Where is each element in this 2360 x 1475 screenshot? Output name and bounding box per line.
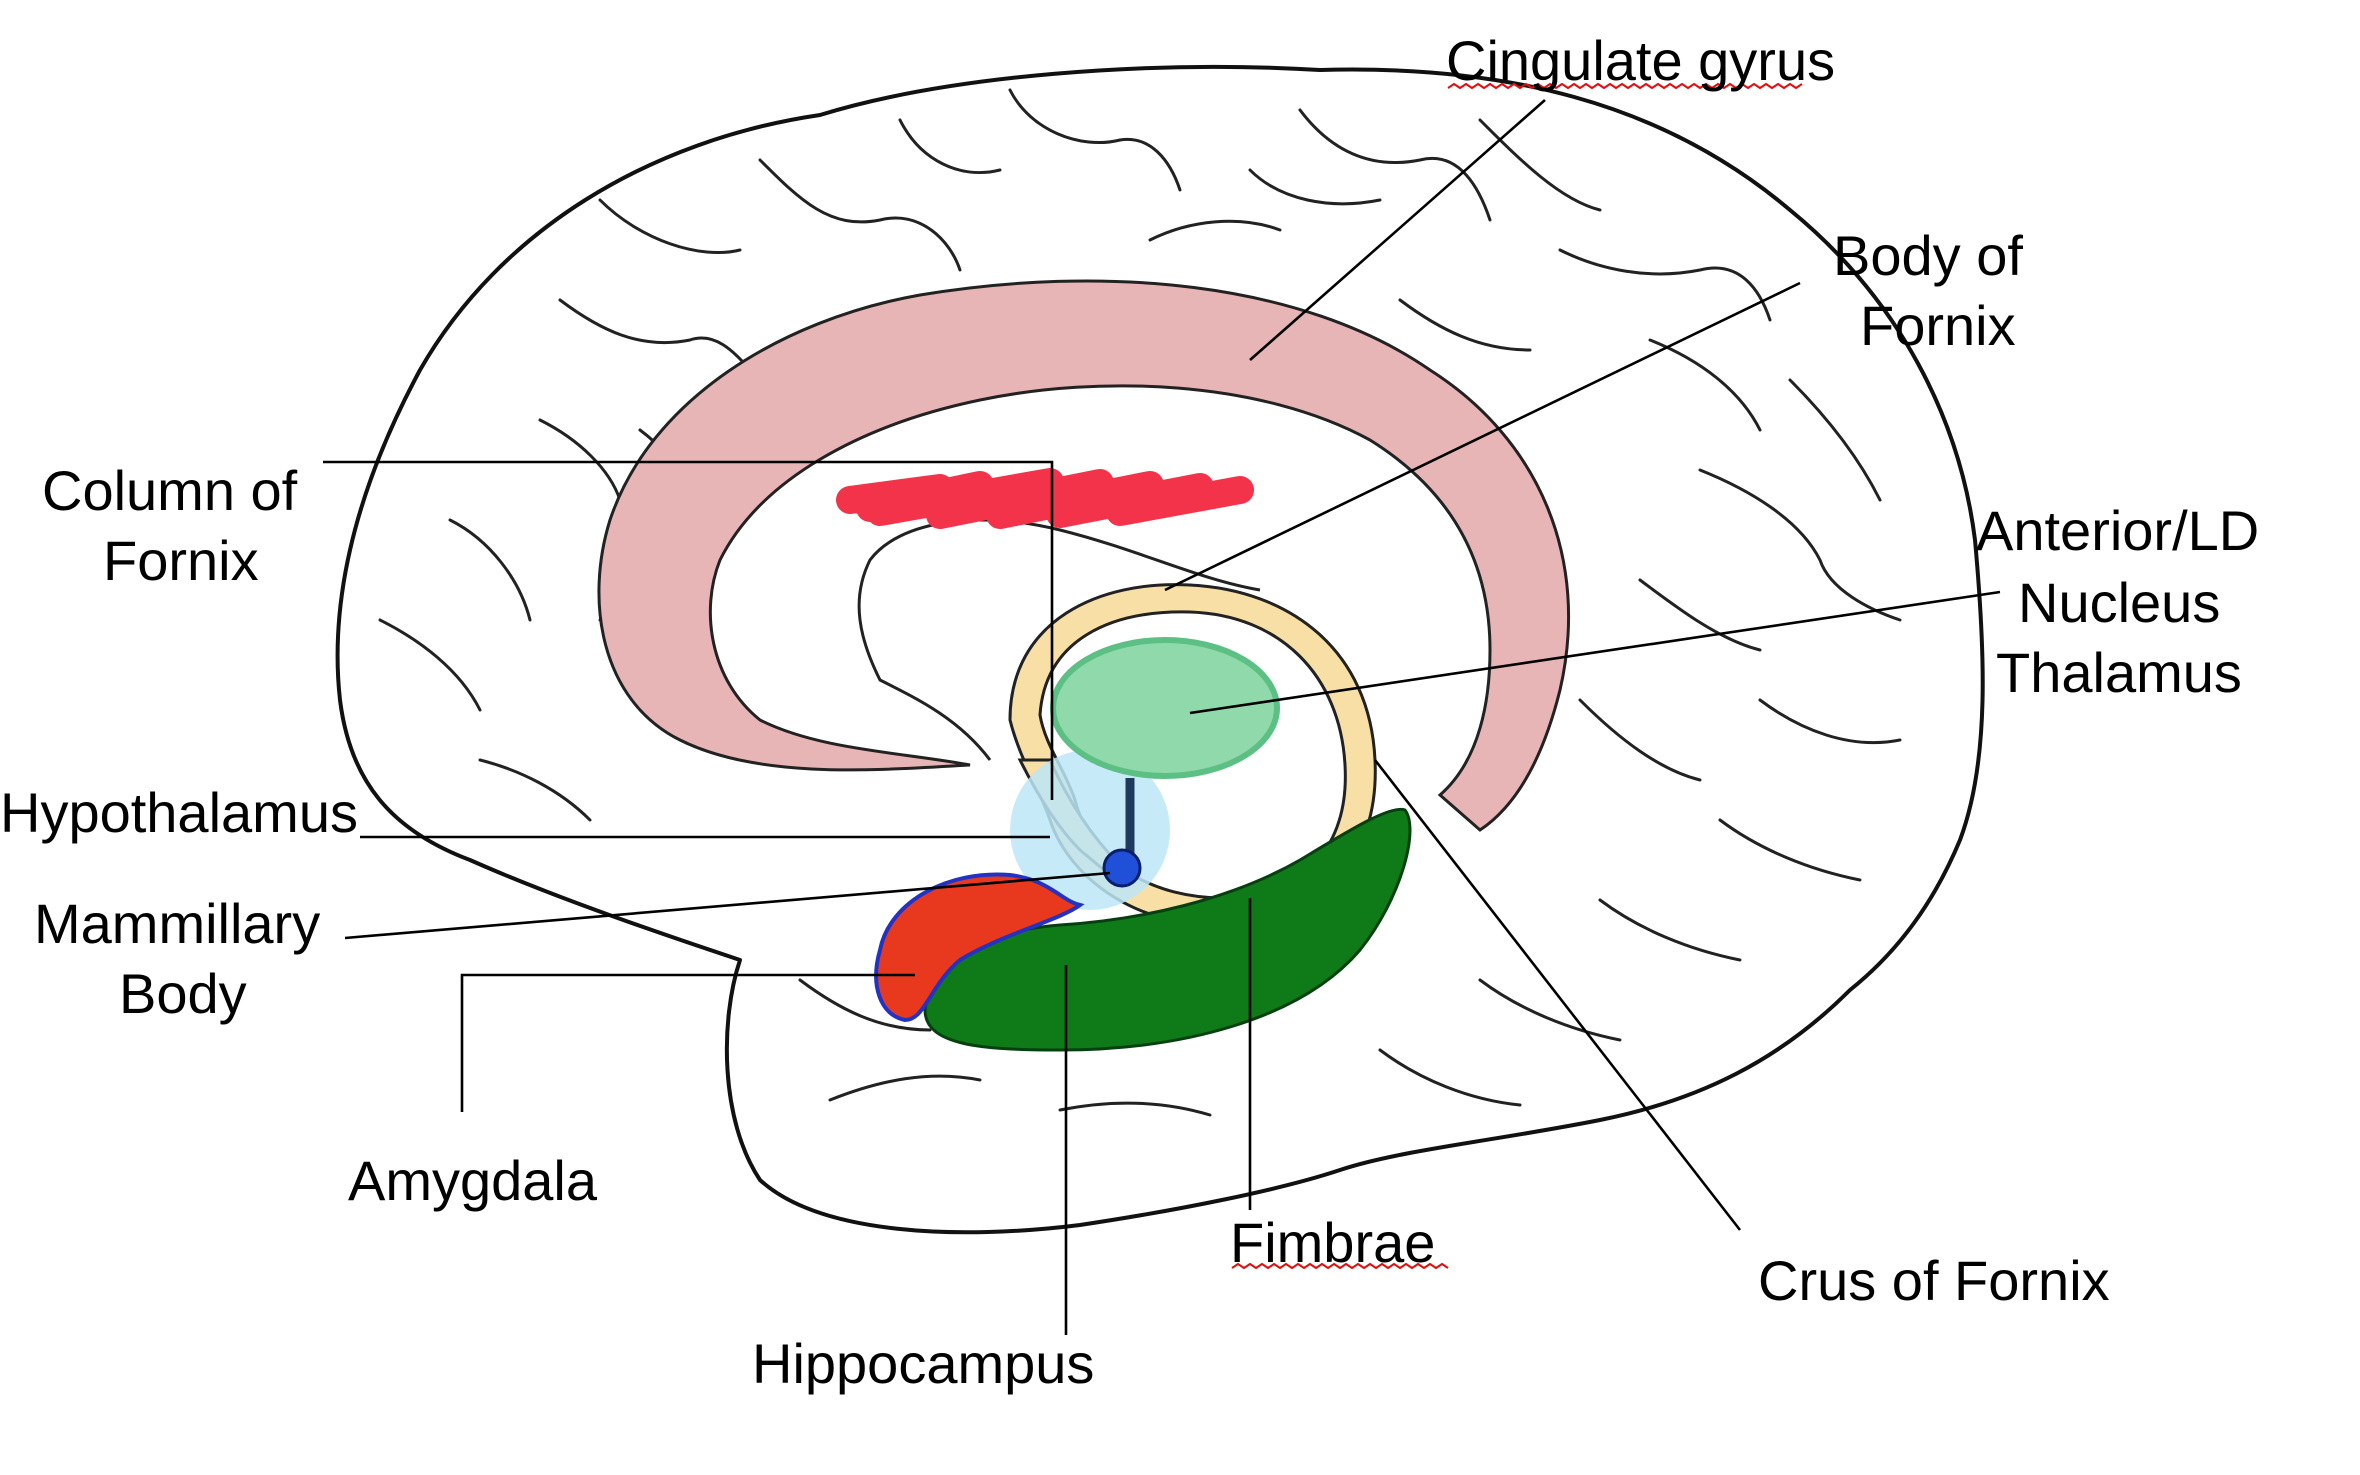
label-mammillary-body-line1: Mammillary: [34, 892, 320, 955]
brain-sulci: [378, 88, 1902, 1117]
label-hippocampus: Hippocampus: [752, 1332, 1094, 1395]
label-fimbrae: Fimbrae: [1230, 1211, 1435, 1274]
label-body-of-fornix-line1: Body of: [1833, 224, 2023, 287]
amygdala-region: [874, 872, 1085, 1023]
redacted-label-scribble: [836, 468, 1254, 529]
spellcheck-underline-cingulate: [1447, 82, 1803, 90]
leader-amygdala: [460, 973, 915, 1112]
leader-anterior-ld: [1189, 590, 2001, 715]
label-crus-of-fornix: Crus of Fornix: [1758, 1249, 2110, 1312]
label-body-of-fornix-line2: Fornix: [1860, 294, 2016, 357]
label-amygdala: Amygdala: [348, 1149, 598, 1212]
anterior-ld-nucleus-region: [1050, 637, 1280, 779]
spellcheck-underline-fimbrae: [1231, 1262, 1449, 1270]
label-hypothalamus: Hypothalamus: [0, 781, 358, 844]
leader-crus: [1373, 759, 1742, 1231]
leader-body-of-fornix: [1164, 281, 1801, 592]
cingulate-gyrus-region: [597, 279, 1571, 832]
mammillary-body-region: [1102, 848, 1142, 888]
label-cingulate-gyrus: Cingulate gyrus: [1446, 29, 1835, 92]
label-anterior-ld-line2: Nucleus: [2018, 571, 2220, 634]
leader-column-of-fornix: [323, 460, 1054, 800]
leader-lines: [323, 99, 2001, 1335]
label-column-of-fornix-line2: Fornix: [103, 529, 259, 592]
leader-mammillary: [344, 871, 1111, 940]
leader-cingulate: [1249, 99, 1546, 361]
label-anterior-ld-line1: Anterior/LD: [1976, 499, 2259, 562]
label-anterior-ld-line3: Thalamus: [1996, 641, 2242, 704]
label-column-of-fornix-line1: Column of: [42, 459, 298, 522]
hippocampus-region: [923, 807, 1412, 1052]
label-mammillary-body-line2: Body: [119, 962, 247, 1025]
corpus-callosum-outline: [857, 518, 1261, 761]
